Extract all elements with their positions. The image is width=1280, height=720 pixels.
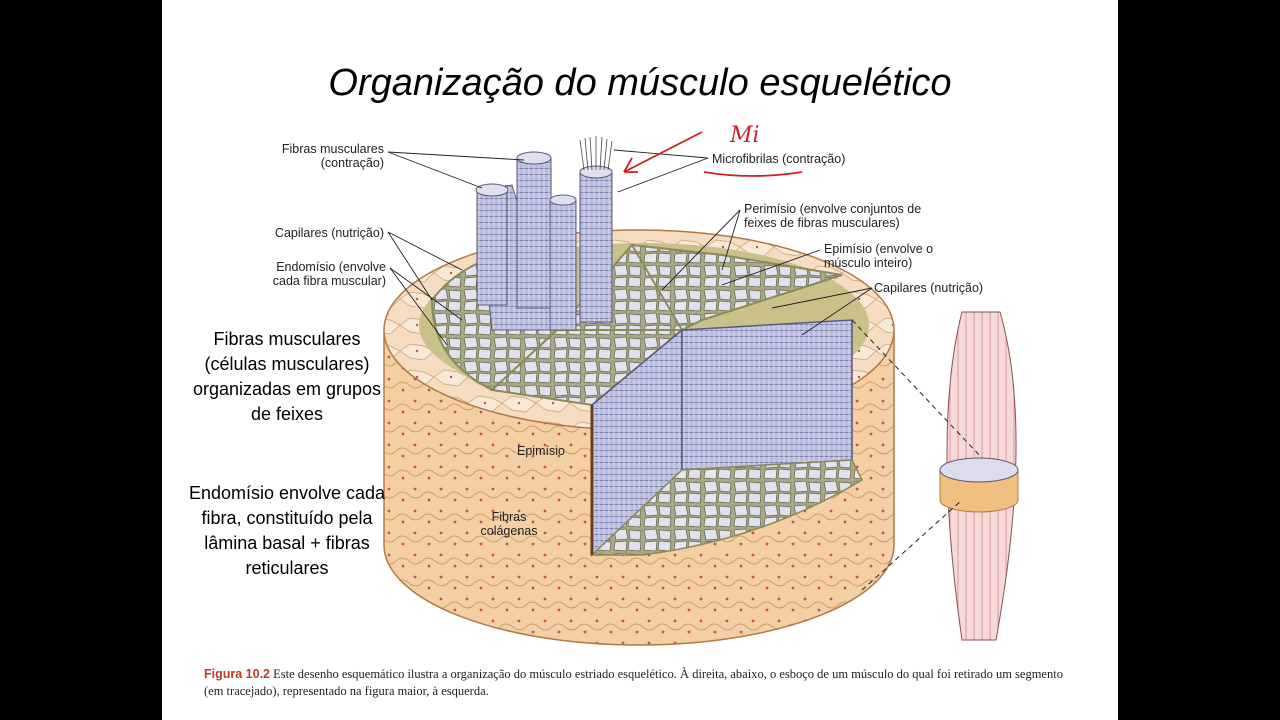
note-fibers: Fibras musculares (células musculares) o… (192, 329, 382, 424)
muscle-diagram: Mi (383, 123, 1019, 646)
spindle-segment-top (939, 457, 1019, 483)
wedge-floor (590, 459, 863, 556)
note-endomysium: Endomísio envolve cada fibra, constituíd… (188, 483, 386, 578)
label-perimisio: Perimísio (envolve conjuntos de feixes d… (744, 202, 922, 230)
label-epimisio-right: Epimísio (envolve o músculo inteiro) (824, 242, 934, 270)
handwritten-mi: Mi (729, 123, 760, 148)
slide-title: Organização do músculo esquelético (328, 62, 952, 104)
figure-label: Figura 10.2 (204, 667, 270, 681)
caption-text: Este desenho esquemático ilustra a organ… (204, 667, 1063, 698)
wedge-cut-face-back (681, 319, 853, 471)
label-endomisio: Endomísio (envolve cada fibra muscular) (272, 260, 386, 288)
label-capilares-left: Capilares (nutrição) (274, 226, 384, 240)
extruded-fibers (475, 136, 613, 331)
slide: Organização do músculo esquelético (162, 0, 1118, 720)
red-annotation-arrow (623, 131, 803, 177)
dashed-connector-top (851, 319, 983, 459)
label-fibras-musculares: Fibras musculares (contração) (281, 142, 384, 170)
dashed-connector-bottom (861, 499, 963, 591)
label-microfibrilas: Microfibrilas (contração) (712, 152, 846, 166)
label-epimisio-side: Epimísio (517, 444, 565, 458)
label-capilares-right: Capilares (nutrição) (874, 281, 984, 295)
fascicle-right-top (630, 243, 843, 332)
label-fibras-colagenas: Fibras colágenas (480, 510, 538, 538)
figure-caption: Figura 10.2 Este desenho esquemático ilu… (204, 666, 1084, 700)
